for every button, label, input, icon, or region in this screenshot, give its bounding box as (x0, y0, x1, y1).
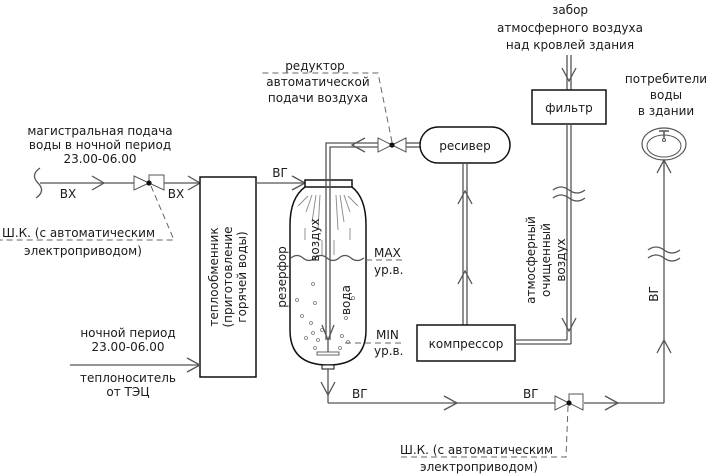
max-level-label: MAX (374, 246, 401, 260)
heat-carrier-line (70, 357, 202, 373)
filter (531, 89, 607, 125)
reducer-label-1: редуктор (285, 59, 345, 73)
vg-to-tank-label: ВГ (272, 166, 288, 180)
reducer-label-3: подачи воздуха (268, 91, 368, 105)
sink-icon (641, 127, 687, 161)
heat-carrier-label-1: теплоноситель (80, 371, 176, 385)
consumers-label-1: потребители (625, 72, 707, 86)
consumers-label-2: воды (650, 88, 682, 102)
compressor-label: компрессор (429, 337, 504, 351)
air-supply-line (325, 137, 420, 153)
air-intake-label-1: забор (552, 3, 588, 17)
shutoff-valve-1[interactable] (133, 174, 165, 191)
vg-out-label-1: ВГ (352, 387, 368, 401)
vx-right-label: ВХ (168, 187, 184, 201)
filter-to-compressor-line (515, 124, 586, 345)
heat-exchanger-label: теплообменник (приготовление горячей вод… (207, 226, 249, 327)
min-level-label: MIN (376, 328, 399, 342)
reservoir-label: резерфор (275, 246, 289, 308)
clean-air-label: атмосферный очищенный воздух (524, 216, 568, 304)
air-intake-label-2: атмосферного воздуха (497, 21, 643, 35)
compressor (416, 324, 516, 362)
heat-carrier-label-2: от ТЭЦ (106, 385, 149, 399)
svg-text:горячей воды): горячей воды) (235, 231, 249, 322)
vg-riser-label: ВГ (647, 286, 661, 302)
reducer-leader (262, 72, 393, 143)
receiver-label: ресивер (439, 139, 490, 153)
svg-text:воздух: воздух (554, 238, 568, 281)
filter-label: фильтр (545, 101, 592, 115)
air-intake-label-3: над кровлей здания (506, 38, 634, 52)
reservoir-tank (289, 150, 367, 370)
svg-text:очищенный: очищенный (539, 223, 553, 297)
mains-supply-label-2: воды в ночной период (29, 138, 171, 152)
svg-text:теплообменник: теплообменник (207, 227, 221, 326)
receiver (419, 126, 511, 164)
vg-out-label-2: ВГ (523, 387, 539, 401)
air-label: воздух (308, 218, 322, 261)
air-intake-line (561, 55, 577, 90)
air-reducer-valve[interactable] (377, 137, 407, 153)
consumers-label-3: в здании (638, 104, 694, 118)
shutoff-valve-2[interactable] (554, 393, 584, 411)
valve1-note-2: электроприводом) (24, 244, 142, 258)
valve2-note-2: электроприводом) (420, 460, 538, 474)
mains-supply-label-1: магистральная подача (27, 124, 172, 138)
svg-text:(приготовление: (приготовление (221, 226, 235, 327)
mains-supply-label-3: 23.00-06.00 (63, 152, 136, 166)
night-period-label-1: ночной период (80, 326, 175, 340)
min-level-sub: ур.в. (374, 344, 403, 358)
valve2-note-1: Ш.К. (с автоматическим (400, 443, 553, 457)
vx-left-label: ВХ (60, 187, 76, 201)
heat-exchanger-box (199, 176, 257, 378)
hot-water-outlet-line (320, 158, 681, 411)
compressor-to-receiver-line (457, 163, 473, 325)
valve1-note-1: Ш.К. (с автоматическим (2, 226, 155, 240)
max-level-sub: ур.в. (374, 263, 403, 277)
svg-text:атмосферный: атмосферный (524, 216, 538, 304)
night-period-label-2: 23.00-06.00 (91, 340, 164, 354)
valve1-leader (0, 185, 175, 241)
reducer-label-2: автоматической (266, 75, 369, 89)
water-label: вода (339, 285, 353, 315)
valve2-leader (400, 405, 569, 458)
